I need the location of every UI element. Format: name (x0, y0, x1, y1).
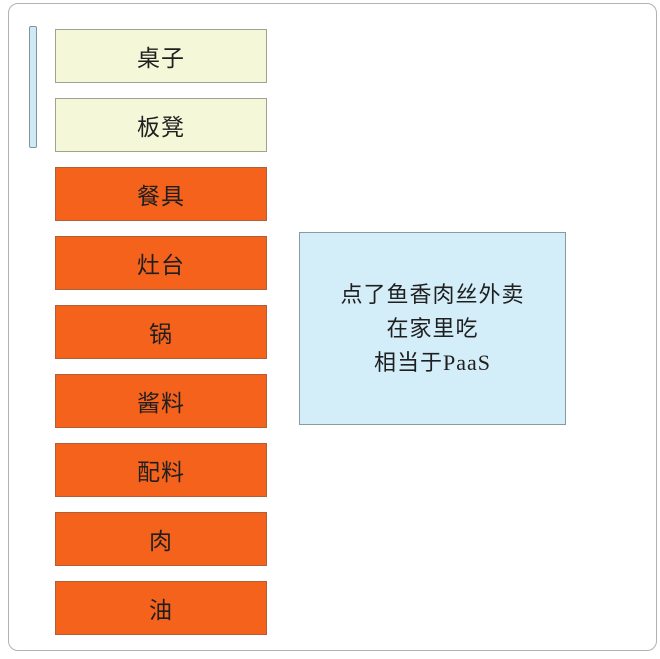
stack-item: 餐具 (55, 167, 267, 221)
stack-item: 配料 (55, 443, 267, 497)
stack-item: 肉 (55, 512, 267, 566)
group-indicator-bar (29, 26, 37, 148)
stack-item: 酱料 (55, 374, 267, 428)
stack-item: 板凳 (55, 98, 267, 152)
stack-item: 灶台 (55, 236, 267, 290)
note-line: 点了鱼香肉丝外卖 (340, 281, 525, 307)
stack-item: 锅 (55, 305, 267, 359)
stack-column: 桌子 板凳 餐具 灶台 锅 酱料 配料 肉 油 (55, 29, 267, 650)
slide-border (8, 3, 657, 651)
note-line: 在家里吃 (386, 315, 479, 341)
annotation-note-box: 点了鱼香肉丝外卖 在家里吃 相当于PaaS (299, 232, 566, 425)
stack-item: 桌子 (55, 29, 267, 83)
stack-item: 油 (55, 581, 267, 635)
note-line: 相当于PaaS (373, 349, 491, 375)
